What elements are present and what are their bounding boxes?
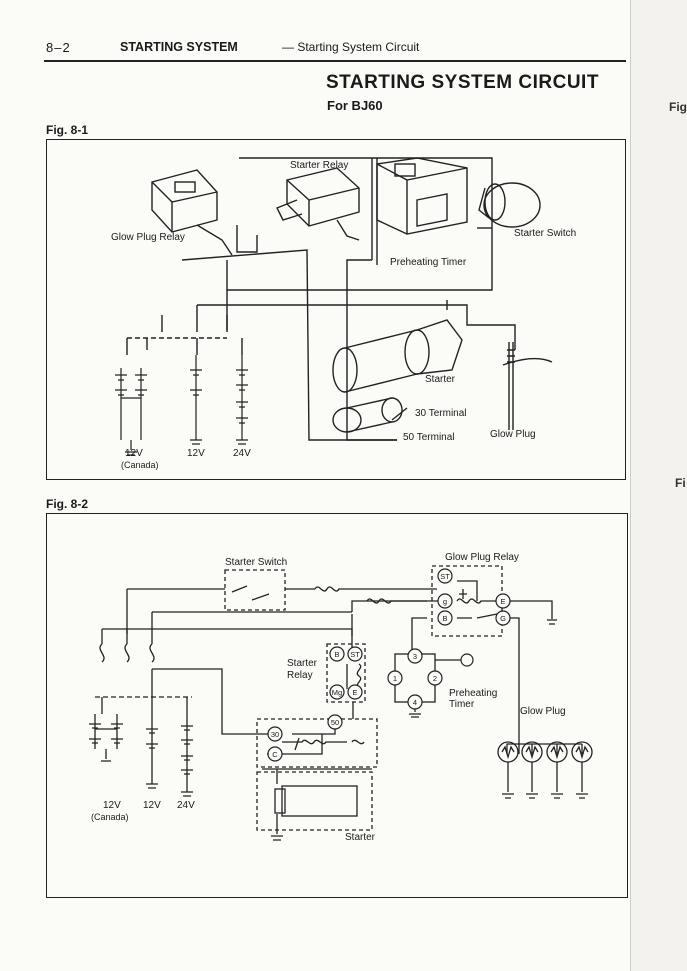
label-battery-12v-canada: 12V: [125, 448, 143, 459]
terminal-st: ST: [440, 572, 450, 581]
label-battery-12v: 12V: [187, 448, 205, 459]
relay-terminal-st: ST: [350, 650, 360, 659]
starter-terminal-c: C: [272, 750, 278, 759]
fig-8-1-label: Fig. 8-1: [46, 123, 89, 137]
starter-terminal-50: 50: [331, 718, 339, 727]
fig-8-1-frame: Starter Relay Glow Plug Relay Starter Sw…: [46, 139, 626, 480]
label-glow-plug-relay: Glow Plug Relay: [445, 552, 519, 563]
model-label: For BJ60: [327, 98, 383, 113]
timer-terminal-3: 3: [413, 652, 417, 661]
label-glow-plug: Glow Plug: [490, 429, 536, 440]
timer-terminal-1: 1: [393, 674, 397, 683]
starter-relay-drawing: [276, 167, 360, 241]
label-starter-switch: Starter Switch: [514, 228, 576, 239]
battery-12v-canada-symbol: [115, 368, 147, 456]
label-preheating-timer-line2: Timer: [449, 699, 475, 710]
relay-terminal-mg: Mg: [332, 688, 342, 697]
timer-terminal-2: 2: [433, 674, 437, 683]
label-glow-plug: Glow Plug: [520, 706, 566, 717]
label-glow-plug-relay: Glow Plug Relay: [111, 232, 185, 243]
label-starter-relay: Starter Relay: [290, 160, 348, 171]
label-30-terminal: 30 Terminal: [415, 408, 467, 419]
terminal-g: g: [443, 597, 447, 606]
starter-motor-symbol: [256, 771, 373, 831]
label-canada: (Canada): [91, 812, 129, 822]
fig-8-2-schematic: ST g E B G B ST Mg E 3 1 2 4 30 50 C Sta…: [89, 552, 593, 843]
page-number: 8–2: [46, 40, 71, 55]
header-rule: [44, 60, 626, 62]
terminal-b: B: [442, 614, 447, 623]
label-starter: Starter: [425, 374, 456, 385]
label-battery-24v: 24V: [177, 800, 195, 811]
battery-12v-symbol: [190, 355, 202, 445]
label-50-terminal: 50 Terminal: [403, 432, 455, 443]
terminal-g-upper: G: [500, 614, 506, 623]
adjacent-fig-label: Fig: [669, 100, 687, 114]
page-title: STARTING SYSTEM CIRCUIT: [326, 72, 599, 93]
section-title: STARTING SYSTEM: [120, 40, 238, 54]
glow-plug-relay-drawing: [151, 169, 233, 256]
label-battery-12v: 12V: [143, 800, 161, 811]
glow-plug-drawing: [502, 342, 553, 430]
label-starter: Starter: [345, 832, 376, 843]
starter-switch-symbol: [224, 569, 286, 611]
starter-motor-drawing: [332, 319, 463, 433]
starter-terminal-30: 30: [271, 730, 279, 739]
starter-solenoid-symbol: [256, 718, 378, 768]
label-starter-relay-line2: Relay: [287, 670, 313, 681]
starter-relay-symbol: [326, 643, 366, 703]
section-subtitle: — Starting System Circuit: [282, 40, 420, 54]
adjacent-page-edge: Fig Fi: [630, 0, 687, 971]
fig-8-2-frame: ST g E B G B ST Mg E 3 1 2 4 30 50 C Sta…: [46, 513, 628, 898]
terminal-e: E: [500, 597, 505, 606]
label-preheating-timer-line1: Preheating: [449, 688, 497, 699]
fig-8-1-wiring-illustration: Starter Relay Glow Plug Relay Starter Sw…: [111, 157, 576, 470]
timer-terminal-4: 4: [413, 698, 417, 707]
relay-terminal-b: B: [334, 650, 339, 659]
label-battery-12v-canada: 12V: [103, 800, 121, 811]
fig-8-2-label: Fig. 8-2: [46, 497, 89, 511]
label-battery-24v: 24V: [233, 448, 251, 459]
label-starter-switch: Starter Switch: [225, 557, 287, 568]
label-canada: (Canada): [121, 460, 159, 470]
label-starter-relay-line1: Starter: [287, 658, 318, 669]
fig1-batteries: [115, 355, 248, 456]
battery-24v-symbol: [236, 355, 248, 445]
relay-terminal-e: E: [352, 688, 357, 697]
label-preheating-timer: Preheating Timer: [390, 257, 467, 268]
starter-armature-symbol: [281, 785, 358, 817]
adjacent-fig-label-2: Fi: [675, 476, 686, 490]
preheating-timer-drawing: [376, 157, 468, 235]
starter-switch-drawing: [478, 182, 541, 228]
